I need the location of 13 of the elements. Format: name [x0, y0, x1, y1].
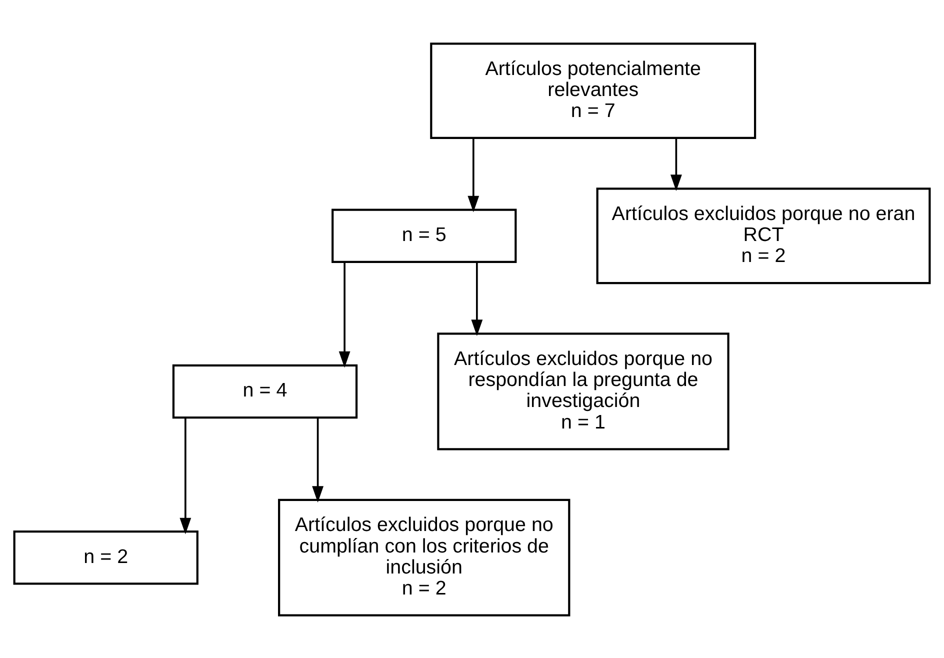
node-box: Artículos potencialmente relevantes n = 7: [430, 42, 756, 139]
node-box: Artículos excluidos porque no eran RCT n = 2: [596, 187, 931, 284]
node-box: n = 5: [332, 208, 517, 262]
node-box: n = 2: [13, 530, 198, 584]
arrow: [468, 138, 480, 212]
node-box: n = 4: [172, 364, 358, 418]
node-box: Artículos excluidos porque no respondían la pregunta de investigación n = 1: [437, 332, 730, 450]
arrow: [670, 138, 682, 191]
arrow: [471, 262, 483, 336]
node-box: Artículos excluidos porque no cumplían con los criterios de inclusión n = 2: [278, 498, 570, 616]
arrow: [312, 417, 324, 502]
arrow: [338, 262, 350, 368]
arrow: [180, 417, 192, 534]
